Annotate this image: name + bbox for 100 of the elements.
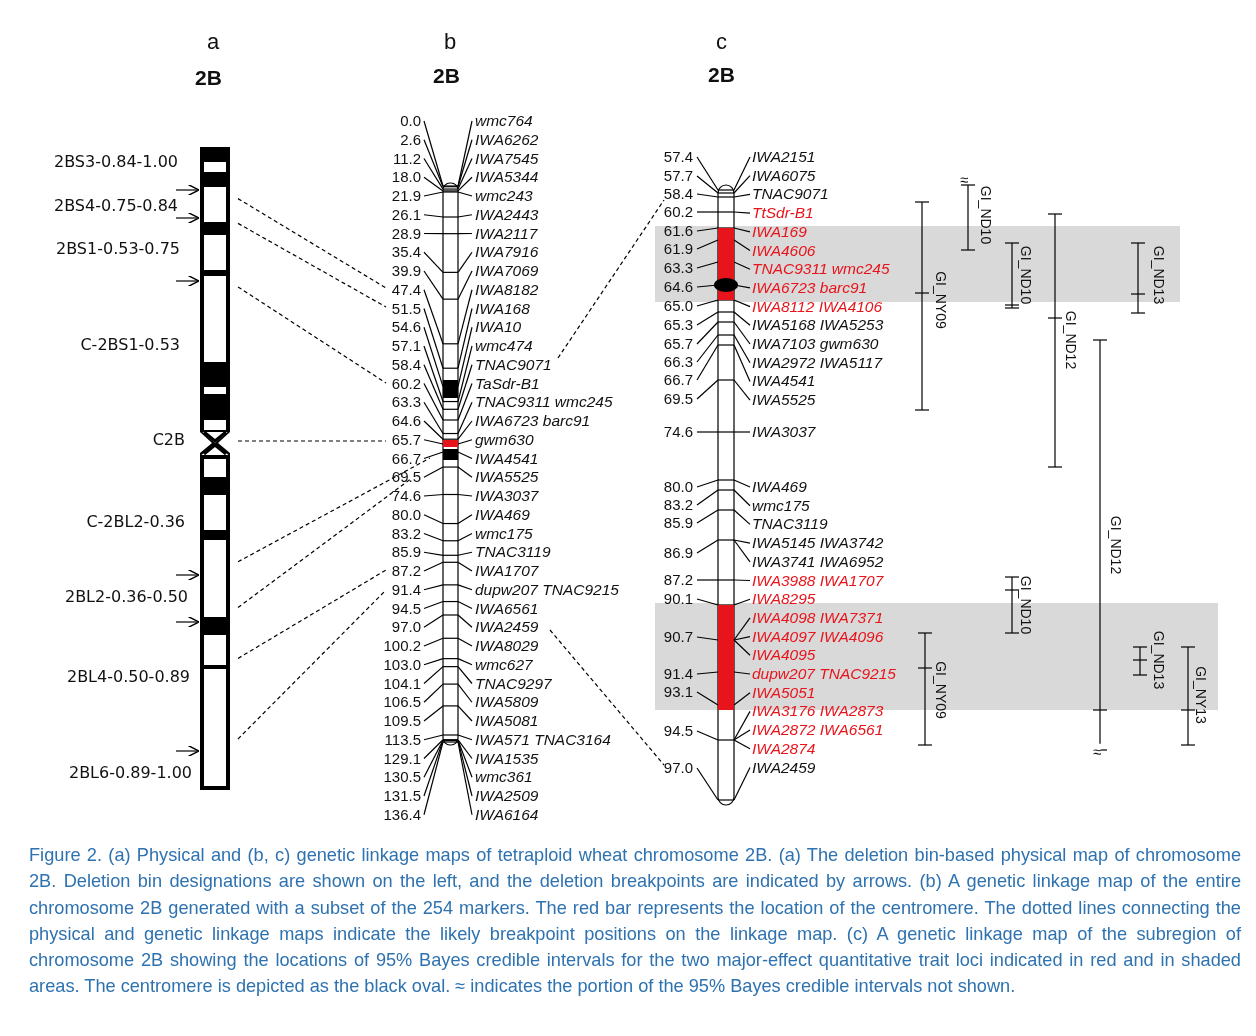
marker-label: IWA7103 gwm630 bbox=[752, 335, 879, 353]
position-label: 93.1 bbox=[663, 683, 693, 701]
marker-label: wmc361 bbox=[475, 768, 533, 786]
marker-label: TNAC9311 wmc245 bbox=[475, 393, 613, 411]
marker-label: IWA1707 bbox=[475, 562, 539, 580]
position-label: 85.9 bbox=[663, 514, 693, 532]
interval-label: GI_ND10 bbox=[977, 185, 993, 245]
marker-label: TNAC9071 bbox=[752, 185, 829, 203]
position-label: 131.5 bbox=[383, 787, 421, 805]
position-label: 51.5 bbox=[391, 300, 421, 317]
marker-label: IWA4541 bbox=[475, 450, 539, 467]
marker-label: IWA2459 bbox=[752, 759, 816, 776]
position-label: 106.5 bbox=[383, 694, 421, 711]
position-label: 74.6 bbox=[391, 487, 421, 505]
interval-label: GI_NY13 bbox=[1192, 666, 1208, 724]
interval-label: GI_ND10 bbox=[1017, 575, 1033, 635]
interval-label: GI_NY09 bbox=[932, 271, 948, 329]
marker-label: IWA7069 bbox=[475, 262, 539, 280]
marker-label: IWA6075 bbox=[752, 167, 816, 185]
marker-label: wmc175 bbox=[752, 497, 810, 515]
marker-label: IWA5525 bbox=[475, 468, 539, 486]
marker-label: IWA5344 bbox=[475, 168, 539, 186]
bin-label: 2BL4-0.50-0.89 bbox=[66, 668, 190, 686]
position-label: 66.7 bbox=[663, 371, 693, 389]
position-label: 83.2 bbox=[391, 525, 421, 542]
position-label: 113.5 bbox=[384, 731, 421, 748]
marker-label: dupw207 TNAC9215 bbox=[752, 665, 896, 683]
position-label: 136.4 bbox=[383, 806, 421, 823]
interval-label: GI_ND10 bbox=[1017, 245, 1033, 305]
position-label: 47.4 bbox=[391, 281, 421, 298]
position-label: 63.3 bbox=[663, 259, 693, 277]
position-label: 64.6 bbox=[663, 278, 693, 296]
position-label: 54.6 bbox=[391, 319, 421, 336]
marker-label: IWA8182 bbox=[475, 281, 539, 299]
marker-label: TNAC3119 bbox=[475, 543, 551, 561]
marker-label: IWA469 bbox=[475, 506, 530, 524]
position-label: 130.5 bbox=[383, 769, 421, 786]
marker-label: TNAC9071 bbox=[475, 356, 552, 374]
marker-label: IWA6723 barc91 bbox=[752, 279, 868, 297]
position-label: 109.5 bbox=[383, 712, 421, 730]
position-label: 57.4 bbox=[663, 148, 693, 166]
bin-label: 2BS3-0.84-1.00 bbox=[54, 153, 178, 171]
position-label: 129.1 bbox=[383, 750, 421, 767]
position-label: 100.2 bbox=[383, 637, 421, 655]
position-label: 28.9 bbox=[391, 225, 421, 242]
position-label: 69.5 bbox=[663, 390, 693, 408]
marker-label: TNAC9311 wmc245 bbox=[752, 260, 890, 278]
position-label: 63.3 bbox=[391, 394, 421, 411]
break-symbol: ≈ bbox=[960, 171, 969, 189]
position-label: 2.6 bbox=[400, 131, 421, 148]
panel-letter: c bbox=[716, 29, 727, 55]
interval-label: GI_ND12 bbox=[1062, 310, 1078, 370]
interval-label: GI_ND12 bbox=[1107, 515, 1123, 575]
position-label: 87.2 bbox=[391, 562, 421, 580]
position-label: 18.0 bbox=[391, 169, 421, 186]
marker-label: IWA8295 bbox=[752, 590, 816, 608]
position-label: 21.9 bbox=[391, 187, 421, 205]
marker-label: wmc627 bbox=[475, 656, 533, 674]
position-label: 85.9 bbox=[391, 544, 421, 561]
marker-label: IWA4606 bbox=[752, 242, 816, 259]
marker-label: TNAC9297 bbox=[475, 675, 552, 692]
position-label: 87.2 bbox=[663, 571, 693, 589]
panel-letter: a bbox=[207, 29, 220, 55]
position-label: 80.0 bbox=[391, 506, 421, 523]
figure-caption: Figure 2. (a) Physical and (b, c) genetic linkage maps of tetraploid wheat chromosome 2B. (a) The deletion bin-based physical map of chromosome 2B. Deletion bin designations are shown on the left, and the deletion breakpoints are indicated by arrows. (b) A genetic linkage map of the entire chromosome 2B generated with a subset of the 254 markers. The red bar represents the location of the centromere. The dotted lines connecting the physical and genetic linkage maps indicate the likely breakpoint positions on the linkage map. (c) A genetic linkage map of the subregion of chromosome 2B showing the locations of 95% Bayes credible intervals for the two major-effect quantitative trait loci indicated in red and in shaded areas. The centromere is depicted as the black oval. ≈ indicates the portion of the 95% Bayes credible intervals not shown. bbox=[29, 844, 1241, 999]
marker-label: IWA6262 bbox=[475, 131, 539, 149]
panel-letter: b bbox=[444, 29, 457, 55]
position-label: 0.0 bbox=[400, 112, 421, 130]
position-label: 91.4 bbox=[663, 665, 693, 683]
marker-label: IWA6164 bbox=[475, 806, 539, 824]
bin-label: 2BS4-0.75-0.84 bbox=[54, 197, 178, 215]
marker-label: IWA2459 bbox=[475, 618, 539, 636]
marker-label: IWA3741 IWA6952 bbox=[752, 553, 884, 571]
marker-label: IWA8029 bbox=[475, 637, 539, 655]
marker-label: IWA4098 IWA7371 bbox=[752, 609, 884, 627]
position-label: 61.6 bbox=[663, 222, 693, 240]
bin-label: 2BS1-0.53-0.75 bbox=[56, 240, 180, 258]
position-label: 57.7 bbox=[663, 167, 693, 185]
position-label: 58.4 bbox=[663, 185, 693, 203]
position-label: 64.6 bbox=[391, 412, 421, 430]
position-label: 39.9 bbox=[391, 262, 421, 280]
chromosome-name: 2B bbox=[433, 64, 460, 88]
marker-label: wmc764 bbox=[475, 112, 533, 130]
marker-label: IWA5525 bbox=[752, 391, 816, 409]
marker-label: IWA4095 bbox=[752, 646, 816, 664]
position-label: 26.1 bbox=[391, 206, 421, 223]
position-label: 97.0 bbox=[663, 759, 693, 777]
marker-label: IWA3037 bbox=[752, 423, 816, 441]
marker-label: IWA5051 bbox=[752, 684, 816, 702]
marker-label: IWA2117 bbox=[475, 225, 538, 242]
marker-label: IWA2151 bbox=[752, 148, 816, 166]
marker-label: IWA5145 IWA3742 bbox=[752, 534, 884, 552]
position-label: 65.7 bbox=[391, 431, 421, 448]
marker-label: IWA3176 IWA2873 bbox=[752, 702, 884, 720]
position-label: 60.2 bbox=[663, 203, 693, 221]
marker-label: wmc175 bbox=[475, 525, 533, 542]
position-label: 94.5 bbox=[663, 722, 693, 740]
chromosome-name: 2B bbox=[708, 63, 735, 87]
position-label: 65.0 bbox=[663, 297, 693, 315]
marker-label: wmc474 bbox=[475, 337, 533, 355]
